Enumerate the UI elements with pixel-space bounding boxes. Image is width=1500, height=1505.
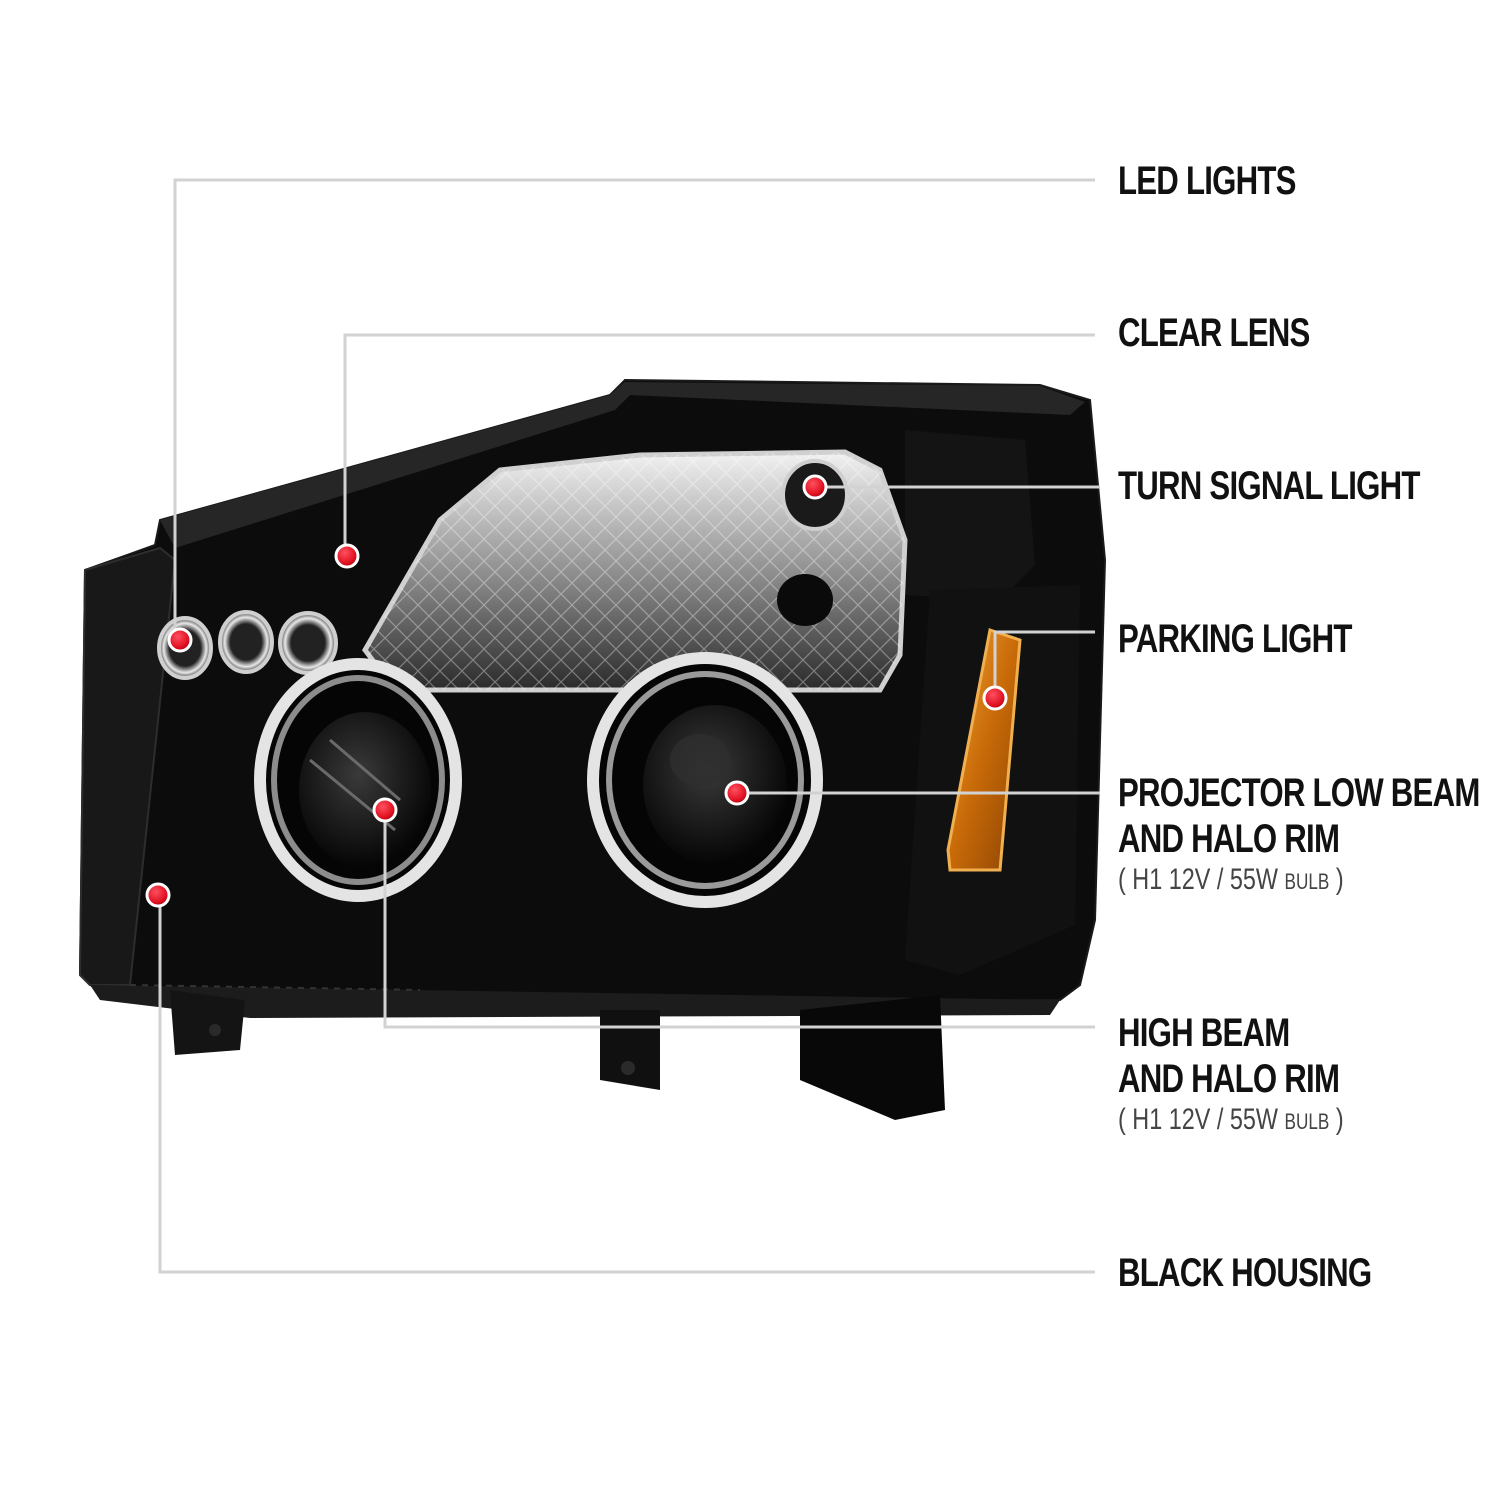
callout-title: HIGH BEAM [1118,1011,1290,1055]
bulb-spec: ( H1 12V / 55W BULB ) [1118,1103,1344,1136]
marker-dots [145,474,1008,908]
callout-title-line2: AND HALO RIM [1118,817,1340,861]
bulb-spec: ( H1 12V / 55W BULB ) [1118,863,1344,896]
red-dot-icon-clear-lens [334,543,360,569]
leader-line-clear-lens [343,333,1095,545]
red-dot-icon-parking-light [982,685,1008,711]
callout-clear-lens: CLEAR LENS [1118,310,1310,356]
callout-title: LED LIGHTS [1118,159,1296,203]
red-dot-icon-high-beam [372,797,398,823]
red-dot-icon-led-lights [167,627,193,653]
callout-led-lights: LED LIGHTS [1118,158,1296,204]
high-beam-halo [254,658,462,902]
leader-line-parking-light [993,630,1095,698]
leader-line-high-beam [383,810,1095,1029]
leader-line-black-housing [158,895,1095,1274]
callout-black-housing: BLACK HOUSING [1118,1250,1372,1296]
callout-turn-signal-light: TURN SIGNAL LIGHT [1118,463,1420,509]
callout-title: BLACK HOUSING [1118,1251,1372,1295]
projector-low-beam-halo [587,652,823,908]
callout-title: TURN SIGNAL LIGHT [1118,464,1420,508]
leader-line-led-lights [173,178,1095,640]
red-dot-icon-projector-low-beam [724,780,750,806]
red-dot-icon-turn-signal-light [802,474,828,500]
red-dot-icon-black-housing [145,882,171,908]
callout-projector-low-beam: PROJECTOR LOW BEAM AND HALO RIM ( H1 12V… [1118,770,1480,900]
callout-title-line2: AND HALO RIM [1118,1057,1340,1101]
callout-high-beam: HIGH BEAM AND HALO RIM ( H1 12V / 55W BU… [1118,1010,1344,1140]
callout-title: PROJECTOR LOW BEAM [1118,771,1480,815]
callout-title: PARKING LIGHT [1118,617,1352,661]
callout-parking-light: PARKING LIGHT [1118,616,1352,662]
leader-lines [158,178,1100,1274]
callout-title: CLEAR LENS [1118,311,1310,355]
